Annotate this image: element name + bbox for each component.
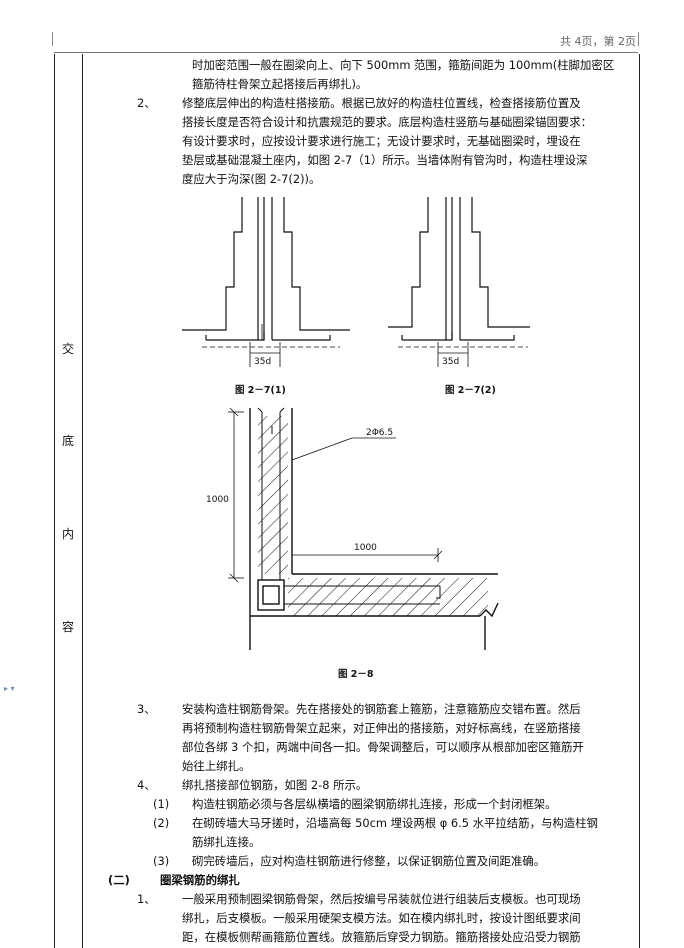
item-2-line-4: 垫层或基础混凝土座内，如图 2-7（1）所示。当墙体附有管沟时，构造柱埋设深 xyxy=(182,153,588,167)
sub-item-1-line-1: 构造柱钢筋必须与各层纵横墙的圈梁钢筋绑扎连接，形成一个封闭框架。 xyxy=(192,797,557,811)
corner-mark-right xyxy=(638,32,639,46)
intro-line-2: 箍筋待柱骨架立起搭接后再绑扎)。 xyxy=(192,77,368,91)
fig1-dimension-label: 35d xyxy=(254,357,271,367)
side-label-3: 内 xyxy=(61,527,74,541)
item-2-number: 2、 xyxy=(137,96,156,110)
item-3-line-4: 始往上绑扎。 xyxy=(182,759,251,773)
item-3-line-2: 再将预制构造柱钢筋骨架立起来，对正伸出的搭接筋，对好标高线，在竖筋搭接 xyxy=(182,721,581,735)
fig3-rebar-label: 2Φ6.5 xyxy=(366,428,393,438)
figure-2-8: 2Φ6.5 1000 1000 xyxy=(206,407,499,650)
fig-2-8-caption: 图 2－8 xyxy=(338,669,374,680)
figure-2-7-1: 35d xyxy=(182,197,350,367)
section-2-title: 圈梁钢筋的绑扎 xyxy=(160,873,240,887)
s2-item-1-line-2: 绑扎，后支模板。一般采用硬架支模方法。如在模内绑扎时，按设计图纸要求间 xyxy=(182,911,581,925)
fig2-dimension-label: 35d xyxy=(442,357,459,367)
fig-2-7-1-caption: 图 2－7(1) xyxy=(235,385,286,396)
margin-marker-icon: ▸ ▾ xyxy=(4,684,15,693)
fig3-vertical-dimension: 1000 xyxy=(206,495,229,505)
figure-2-7-2: 35d xyxy=(388,197,530,367)
corner-mark-left xyxy=(52,32,53,46)
item-3-line-3: 部位各绑 3 个扣，两端中间各一扣。骨架调整后，可以顺序从根部加密区箍筋开 xyxy=(182,740,584,754)
item-2-line-1: 修整底层伸出的构造柱搭接筋。根据已放好的构造柱位置线，检查搭接筋位置及 xyxy=(182,96,581,110)
item-2-line-5: 度应大于沟深(图 2-7(2))。 xyxy=(182,172,321,186)
sub-item-1-number: (1) xyxy=(153,797,170,811)
item-2-line-2: 搭接长度是否符合设计和抗震规范的要求。底层构造柱竖筋与基础圈梁锚固要求： xyxy=(182,115,593,129)
s2-item-1-line-3: 距，在模板侧帮画箍筋位置线。放箍筋后穿受力钢筋。箍筋搭接处应沿受力钢筋 xyxy=(182,930,581,944)
sub-item-3-line-1: 砌完砖墙后，应对构造柱钢筋进行修整，以保证钢筋位置及间距准确。 xyxy=(192,854,546,868)
s2-item-1-line-1: 一般采用预制圈梁钢筋骨架，然后按编号吊装就位进行组装后支模板。也可现场 xyxy=(182,892,581,906)
section-2-number: (二) xyxy=(108,873,130,887)
s2-item-1-number: 1、 xyxy=(137,892,156,906)
content-table xyxy=(54,54,640,948)
sub-item-2-number: (2) xyxy=(153,816,170,830)
page-header: 共 4页，第 2页 xyxy=(0,28,684,54)
side-label-4: 容 xyxy=(61,620,74,634)
side-label-1: 交 xyxy=(61,342,74,356)
header-rule xyxy=(54,52,638,53)
page-indicator: 共 4页，第 2页 xyxy=(560,35,636,48)
item-3-line-1: 安装构造柱钢筋骨架。先在搭接处的钢筋套上箍筋，注意箍筋应交错布置。然后 xyxy=(182,702,581,716)
side-label-2: 底 xyxy=(61,434,74,448)
sub-item-3-number: (3) xyxy=(153,854,170,868)
sub-item-2-line-1: 在砌砖墙大马牙搓时，沿墙高每 50cm 埋设两根 φ 6.5 水平拉结筋，与构造… xyxy=(192,816,598,830)
item-4-number: 4、 xyxy=(137,778,156,792)
column-divider xyxy=(82,54,83,948)
item-3-number: 3、 xyxy=(137,702,156,716)
item-2-line-3: 有设计要求时，应按设计要求进行施工；无设计要求时，无基础圈梁时，埋设在 xyxy=(182,134,581,148)
fig-2-7-2-caption: 图 2－7(2) xyxy=(445,385,496,396)
sub-item-2-line-2: 筋绑扎连接。 xyxy=(192,835,261,849)
intro-line-1: 时加密范围一般在圈梁向上、向下 500mm 范围，箍筋间距为 100mm(柱脚加… xyxy=(192,58,615,72)
item-4-text: 绑扎搭接部位钢筋，如图 2-8 所示。 xyxy=(182,778,368,792)
fig3-horizontal-dimension: 1000 xyxy=(354,543,377,553)
